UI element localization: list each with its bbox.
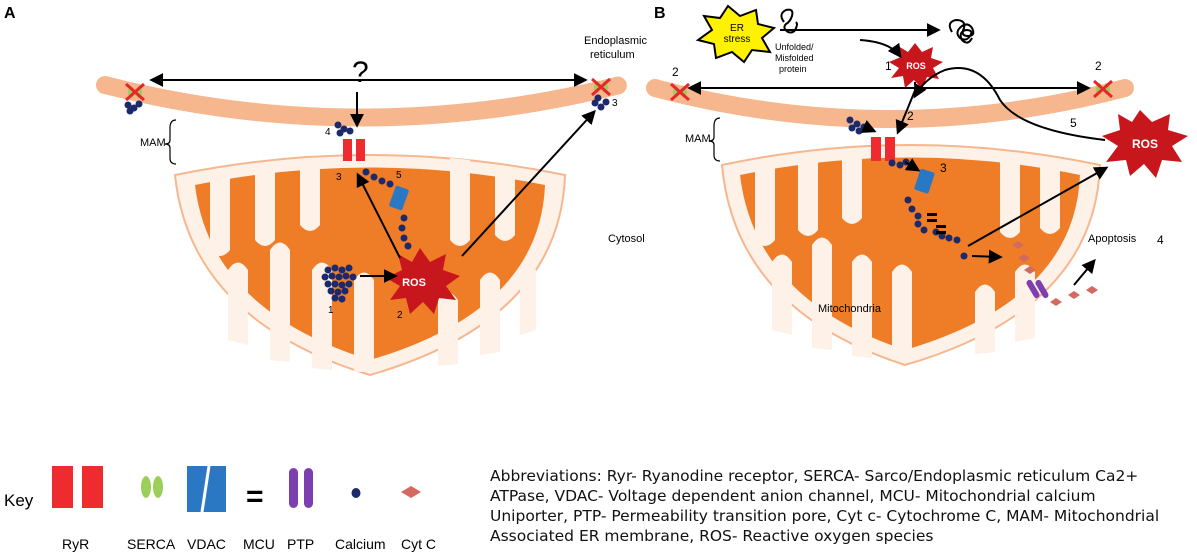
er-label-line2-a: reticulum: [590, 49, 635, 61]
serca-key-label: SERCA: [127, 536, 176, 552]
unfolded-line2: Misfolded: [775, 53, 814, 63]
vdac-key-label: VDAC: [187, 536, 226, 552]
ros-burst-a: [386, 248, 460, 314]
cytc-key-label: Cyt C: [401, 536, 436, 552]
step-4-a: 4: [325, 127, 331, 138]
key-legend: Key RyR SERCA VDAC = MCU PTP Calcium Cyt…: [4, 465, 436, 552]
abbreviations-block: Abbreviations: Ryr- Ryanodine receptor, …: [490, 466, 1180, 546]
cytosol-label-a: Cytosol: [608, 233, 645, 245]
mam-label-a: MAM: [140, 137, 166, 149]
mcu-key-icon: =: [246, 480, 264, 513]
ptp-channel-b: [1026, 279, 1049, 299]
step-3-left-a: 3: [336, 172, 342, 183]
question-mark-a: ?: [352, 56, 369, 89]
step-4-b: 4: [1157, 233, 1164, 247]
step-5-b: 5: [1070, 116, 1077, 130]
mitochondria-label-b: Mitochondria: [818, 303, 882, 315]
key-title: Key: [4, 491, 34, 510]
er-label-line1-a: Endoplasmic: [584, 35, 647, 47]
cytc-diamonds-b: [1012, 241, 1098, 306]
vdac-key-icon: [187, 465, 226, 513]
serca-blocked-left-a: [125, 82, 145, 102]
step-3-right-a: 3: [612, 98, 618, 109]
vdac-channel-a: [389, 185, 409, 211]
cytc-key-icon: [401, 486, 421, 498]
calcium-key-label: Calcium: [335, 536, 386, 552]
mam-brace-b: [708, 117, 721, 162]
abbreviations-line-1: Abbreviations: Ryr- Ryanodine receptor, …: [490, 467, 1139, 485]
abbreviations-line-4: Associated ER membrane, ROS- Reactive ox…: [490, 527, 934, 545]
calcium-key-icon: [351, 488, 361, 498]
ros-burst-large-b: [1102, 110, 1188, 178]
ros-large-label-b: ROS: [1132, 137, 1158, 151]
er-stress-line2: stress: [724, 34, 751, 45]
mam-brace-a: [164, 119, 177, 165]
misfolded-protein-icon: [948, 18, 975, 44]
ryr-key-label: RyR: [62, 536, 89, 552]
step-3-b: 3: [940, 161, 947, 175]
ryr-key-icon: [52, 466, 103, 508]
er-stress-line1: ER: [730, 23, 744, 34]
ryr-channel-a: [343, 139, 365, 161]
abbreviations-line-3: Uniporter, PTP- Permeability transition …: [490, 507, 1160, 525]
panel-a-label: A: [4, 5, 16, 22]
serca-blocked-right-b: [1093, 79, 1113, 99]
mitochondrion-a: [173, 154, 567, 377]
ros-label-a: ROS: [402, 277, 426, 289]
mam-label-b: MAM: [685, 133, 711, 145]
arrows-b: [687, 23, 1109, 286]
mcu-key-label: MCU: [243, 536, 275, 552]
step-1-b: 1: [885, 59, 892, 73]
ros-burst-small-b: [889, 43, 943, 89]
abbreviations-line-2: ATPase, VDAC- Voltage dependent anion ch…: [490, 487, 1096, 505]
arrows-a: [149, 73, 596, 283]
step-5-a: 5: [396, 170, 402, 181]
step-2-left-b: 2: [672, 65, 679, 79]
step-2-a: 2: [397, 310, 403, 321]
vdac-channel-b: [914, 168, 935, 194]
ros-small-label-b: ROS: [906, 61, 926, 71]
er-stress-burst: [695, 4, 777, 64]
calcium-dots-a: [124, 94, 610, 303]
mcu-symbols-b: [927, 213, 946, 234]
unfolded-protein-icon: [780, 8, 798, 34]
step-2-center-b: 2: [907, 109, 914, 123]
step-1-a: 1: [328, 305, 334, 316]
ptp-key-label: PTP: [287, 536, 314, 552]
mitochondrion-b: [720, 144, 1102, 367]
panel-b-label: B: [654, 5, 666, 22]
er-membrane-b: [646, 79, 1134, 128]
unfolded-line1: Unfolded/: [775, 42, 814, 52]
ryr-channel-b: [871, 137, 895, 161]
unfolded-line3: protein: [779, 64, 807, 74]
serca-key-icon: [141, 476, 163, 498]
serca-blocked-left-b: [670, 82, 690, 102]
ptp-key-icon: [289, 468, 313, 508]
apoptosis-label-b: Apoptosis: [1088, 233, 1137, 245]
step-2-right-b: 2: [1095, 59, 1102, 73]
serca-blocked-right-a: [591, 77, 611, 97]
